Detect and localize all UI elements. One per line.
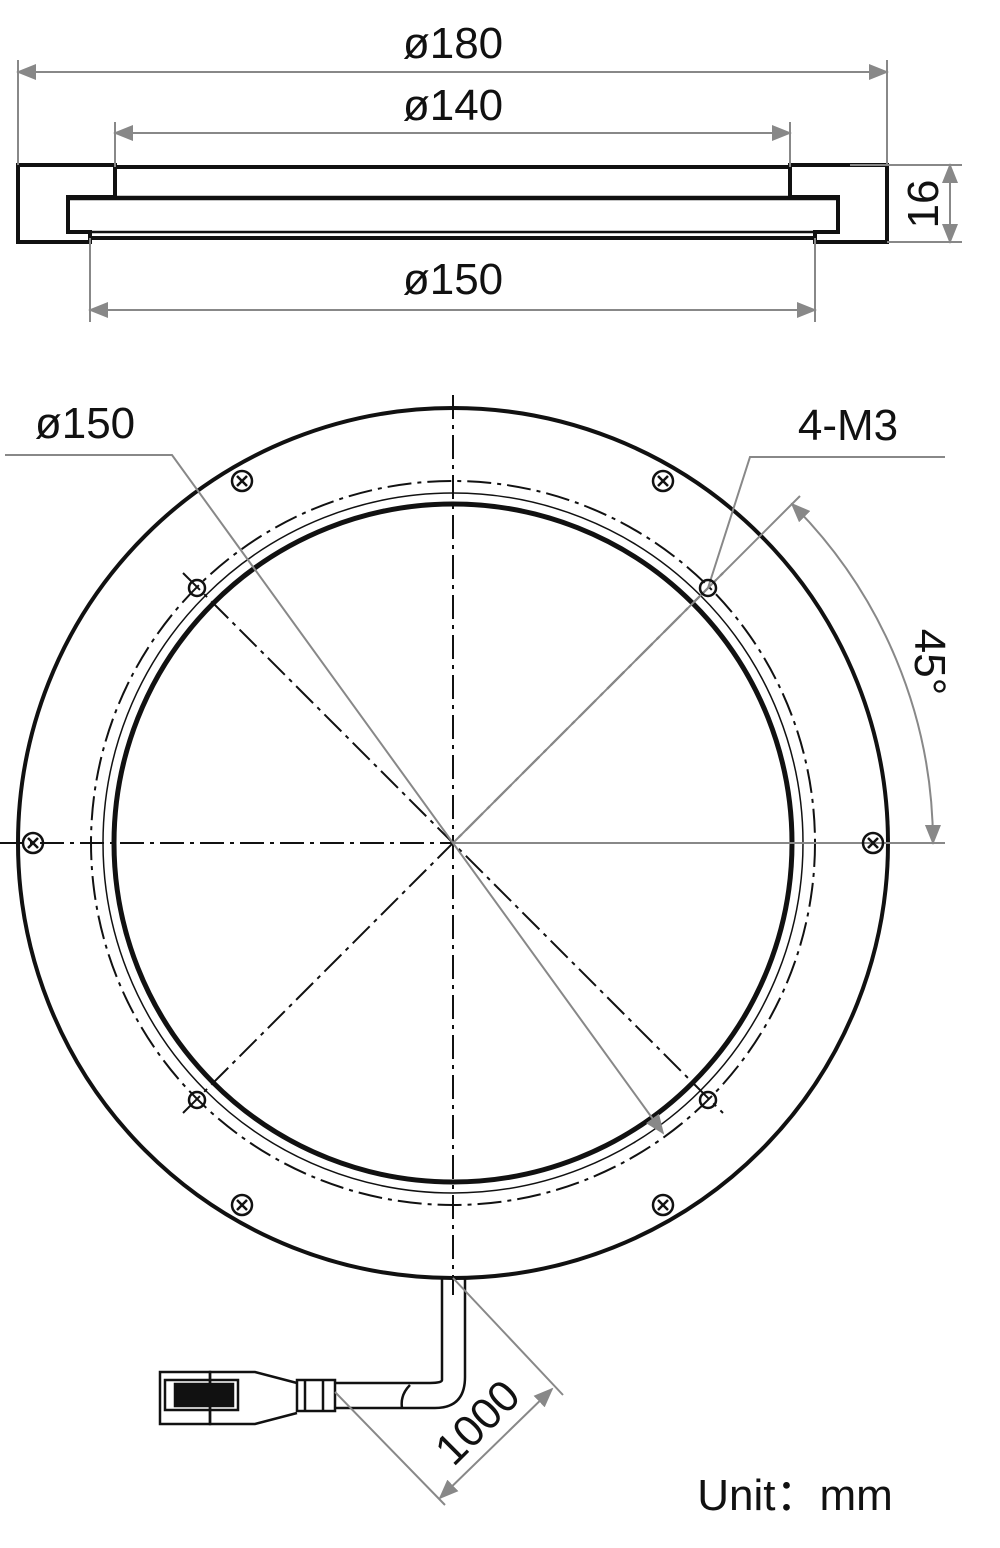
hatched-section-left [16,163,117,244]
dim-inner-diameter: ø140 [403,81,503,130]
dim-angle: 45° [905,629,954,696]
dim-height: 16 [899,180,948,229]
dim-outer-diameter: ø180 [403,19,503,68]
dim-lens-diameter: ø150 [403,255,503,304]
dim-cable-length: 1000 [426,1371,530,1475]
m3-holes [187,578,718,1110]
lens [66,197,840,234]
dim-plan-diameter: ø150 [35,399,135,448]
cable-connector [158,1278,467,1426]
dim-holes: 4-M3 [798,401,898,450]
unit-label: Unit：mm [697,1471,893,1520]
angle-arc [790,502,941,845]
screws [21,469,885,1217]
plan-view: ø150 4-M3 45° [0,395,954,1295]
section-view: ø180 ø140 ø150 16 [16,19,962,322]
